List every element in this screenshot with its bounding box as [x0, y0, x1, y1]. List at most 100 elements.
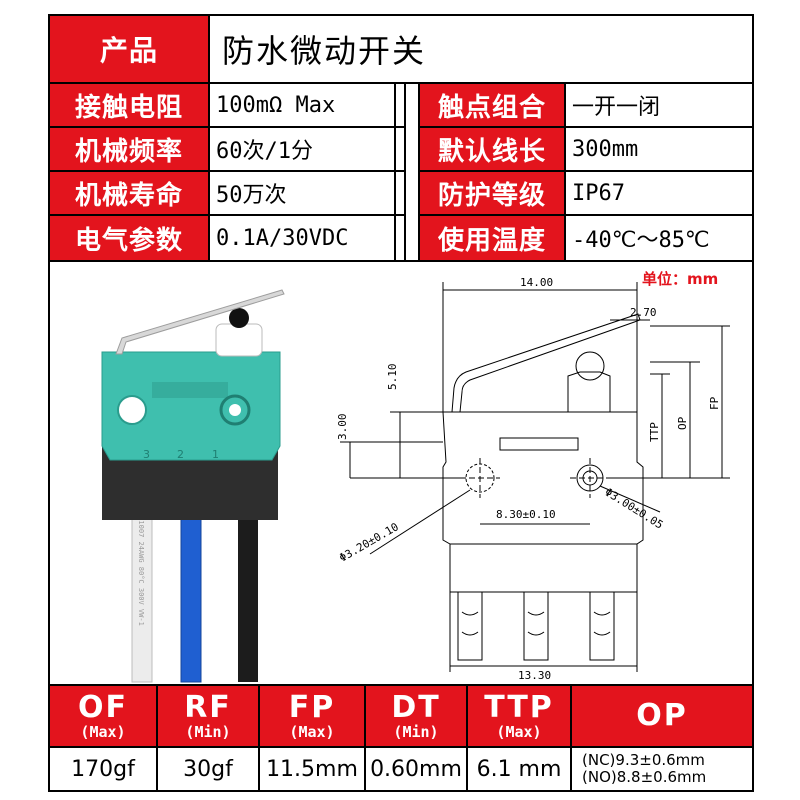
- param-header-sub: (Max): [80, 722, 126, 741]
- param-header-name: TTP: [484, 689, 554, 725]
- spec-value-frequency: 60次/1分: [210, 128, 404, 172]
- drawing-slot: [499, 437, 579, 451]
- product-label-cell: 产品: [50, 16, 210, 82]
- spec-label-protection: 防护等级: [418, 172, 566, 216]
- param-header-name: FP: [288, 689, 336, 725]
- product-drawing: UL1007 24AWG 80°C 300V VW-1 3 2 1 单位：mm: [101, 270, 730, 683]
- dim-op: OP: [676, 416, 689, 430]
- product-label: 产品: [99, 34, 158, 67]
- spec-value-temperature: -40℃～85℃: [566, 216, 752, 260]
- param-value-text: 30gf: [183, 756, 233, 782]
- dim-hole-right: Φ3.00±0.05: [602, 486, 665, 532]
- spec-label-text: 机械频率: [74, 136, 183, 167]
- spec-value-text: 100mΩ Max: [216, 92, 336, 118]
- dim-ttp: TTP: [648, 422, 661, 442]
- op-no-value: (NO)8.8±0.6mm: [582, 768, 707, 786]
- unit-label: 单位：mm: [642, 270, 718, 288]
- divider: [50, 82, 752, 84]
- spec-value-text: 300mm: [572, 136, 639, 162]
- product-value-cell: 防水微动开关: [210, 16, 752, 82]
- housing-recess: [152, 382, 228, 398]
- param-header-fp: FP (Max): [260, 686, 366, 746]
- spec-label-contact-resistance: 接触电阻: [50, 84, 210, 128]
- spec-label-text: 防护等级: [437, 180, 546, 211]
- switch-lever: [115, 289, 285, 355]
- spec-value-text: 0.1A/30VDC: [216, 225, 349, 251]
- spec-label-text: 机械寿命: [74, 180, 183, 211]
- spec-value-text: -40℃～85℃: [572, 228, 710, 253]
- spec-value-text: 一开一闭: [572, 95, 661, 120]
- spec-label-wire-length: 默认线长: [418, 128, 566, 172]
- dim-bottom-width: 13.30: [518, 669, 551, 682]
- wire-blue: [180, 501, 202, 683]
- drawing-plunger: [567, 371, 611, 412]
- param-header-name: OP: [636, 698, 688, 733]
- divider: [50, 260, 752, 262]
- param-header-rf: RF (Min): [158, 686, 260, 746]
- spec-label-temperature: 使用温度: [418, 216, 566, 260]
- spec-label-text: 电气参数: [74, 225, 183, 256]
- divider: [50, 746, 752, 748]
- param-value-text: 0.60mm: [370, 756, 462, 782]
- divider: [50, 684, 752, 686]
- drawing-terminal-right: [589, 592, 615, 661]
- param-value-dt: 0.60mm: [366, 748, 468, 790]
- param-value-text: 11.5mm: [266, 756, 358, 782]
- plunger-roller: [229, 308, 249, 328]
- pin-3: 3: [143, 448, 150, 461]
- param-header-name: DT: [391, 689, 441, 725]
- dim-height-510: 5.10: [386, 364, 399, 391]
- spec-label-electrical: 电气参数: [50, 216, 210, 260]
- param-header-op: OP: [572, 686, 752, 746]
- technical-drawing: 单位：mm 14.00 2.70: [336, 270, 730, 682]
- spec-value-life: 50万次: [210, 172, 404, 216]
- param-header-sub: (Max): [496, 722, 542, 741]
- pin-1: 1: [212, 448, 219, 461]
- spec-label-text: 使用温度: [437, 225, 546, 256]
- spec-value-text: 60次/1分: [216, 139, 313, 164]
- divider: [394, 84, 396, 260]
- drawing-base: [449, 544, 638, 593]
- param-value-rf: 30gf: [158, 748, 260, 790]
- divider: [404, 84, 406, 260]
- param-value-text: 6.1 mm: [476, 756, 562, 782]
- wire-print: UL1007 24AWG 80°C 300V VW-1: [137, 512, 145, 626]
- spec-label-text: 默认线长: [437, 136, 546, 167]
- param-value-ttp: 6.1 mm: [468, 748, 572, 790]
- pin-2: 2: [177, 448, 184, 461]
- spec-value-contact-form: 一开一闭: [566, 84, 752, 128]
- wire-black: [238, 502, 258, 682]
- spec-value-protection: IP67: [566, 172, 752, 216]
- param-header-name: RF: [184, 689, 232, 725]
- param-header-sub: (Min): [393, 722, 439, 741]
- mount-hole-left: [117, 395, 147, 425]
- switch-photo: UL1007 24AWG 80°C 300V VW-1 3 2 1: [101, 289, 285, 683]
- spec-label-contact-form: 触点组合: [418, 84, 566, 128]
- spec-value-wire-length: 300mm: [566, 128, 752, 172]
- drawing-lever: [451, 313, 641, 413]
- plunger-cap: [215, 323, 263, 357]
- param-value-op: (NC)9.3±0.6mm (NO)8.8±0.6mm: [572, 748, 752, 790]
- spec-label-text: 接触电阻: [74, 92, 183, 123]
- param-header-dt: DT (Min): [366, 686, 468, 746]
- param-header-sub: (Min): [185, 722, 231, 741]
- param-value-of: 170gf: [50, 748, 158, 790]
- drawing-terminal-left: [457, 592, 483, 661]
- spec-label-text: 触点组合: [437, 92, 546, 123]
- dim-height-300: 3.00: [336, 414, 349, 441]
- dim-lever-offset: 2.70: [630, 306, 657, 319]
- op-nc-value: (NC)9.3±0.6mm: [582, 750, 705, 769]
- spec-value-text: 50万次: [216, 183, 287, 208]
- param-value-fp: 11.5mm: [260, 748, 366, 790]
- switch-housing: [101, 351, 281, 461]
- param-value-text: 170gf: [71, 756, 135, 782]
- param-header-of: OF (Max): [50, 686, 158, 746]
- spec-value-contact-resistance: 100mΩ Max: [210, 84, 404, 128]
- dim-hole-left: Φ3.20±0.10: [337, 520, 401, 564]
- dim-fp: FP: [708, 396, 721, 410]
- param-header-sub: (Max): [289, 722, 335, 741]
- drawing-roller: [575, 351, 605, 381]
- param-header-name: OF: [78, 689, 128, 725]
- spec-sheet: 产品 防水微动开关 接触电阻 100mΩ Max 机械频率 60次/1分 机械寿…: [48, 14, 754, 792]
- spec-label-life: 机械寿命: [50, 172, 210, 216]
